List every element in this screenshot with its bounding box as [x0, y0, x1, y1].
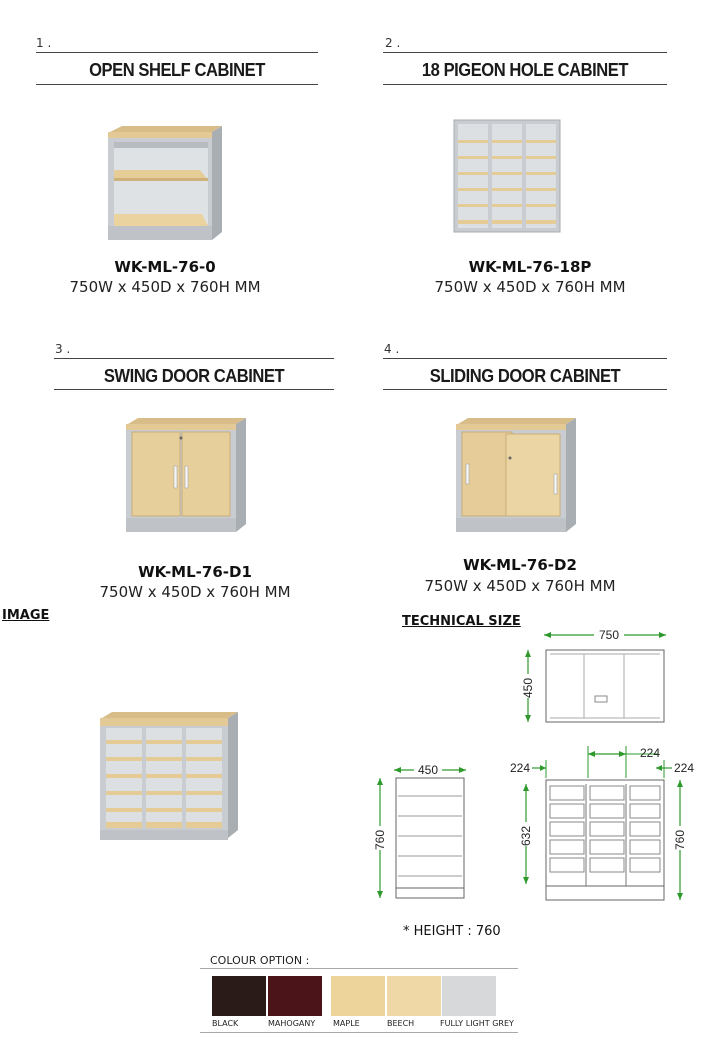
product-dims-4: 750W x 450D x 760H MM	[424, 577, 616, 595]
divider	[383, 358, 667, 359]
sliding-door-cabinet-image	[456, 418, 576, 532]
height-note: * HEIGHT : 760	[403, 924, 501, 939]
top-width-dimension: 750	[599, 628, 619, 642]
colour-option-title: COLOUR OPTION :	[210, 954, 310, 967]
product-title-2: 18 PIGEON HOLE CABINET	[421, 60, 629, 80]
swing-door-cabinet-image	[126, 418, 246, 532]
front-inner-height-dimension: 632	[519, 826, 533, 846]
divider	[383, 52, 667, 53]
swatch-label-maple: MAPLE	[333, 1019, 360, 1028]
divider	[36, 52, 318, 53]
pigeon-hole-cabinet-large-image	[100, 712, 238, 840]
product-title-3: SWING DOOR CABINET	[103, 366, 285, 386]
swatch-label-light-grey: FULLY LIGHT GREY	[440, 1019, 514, 1028]
product-code-3: WK-ML-76-D1	[138, 563, 252, 581]
product-title-1: OPEN SHELF CABINET	[89, 60, 265, 80]
divider	[36, 84, 318, 85]
product-number-3: 3 .	[55, 342, 71, 356]
top-depth-dimension: 450	[521, 678, 535, 698]
product-code-4: WK-ML-76-D2	[463, 556, 577, 574]
swatch-label-mahogany: MAHOGANY	[268, 1019, 316, 1028]
swatch-mahogany	[268, 976, 322, 1016]
swatch-label-black: BLACK	[212, 1019, 239, 1028]
product-dims-2: 750W x 450D x 760H MM	[434, 278, 626, 296]
image-section-label: IMAGE	[2, 608, 50, 623]
open-shelf-cabinet-image	[108, 126, 222, 240]
side-height-dimension: 760	[373, 830, 387, 850]
product-title-4: SLIDING DOOR CABINET	[429, 366, 621, 386]
top-view-drawing: 750 450	[521, 627, 666, 723]
divider	[200, 968, 518, 969]
product-dims-1: 750W x 450D x 760H MM	[69, 278, 261, 296]
front-inner-width-dimension: 224	[640, 746, 660, 760]
divider	[200, 1032, 518, 1033]
product-number-2: 2 .	[385, 36, 401, 50]
product-dims-3: 750W x 450D x 760H MM	[99, 583, 291, 601]
swatch-light-grey	[442, 976, 496, 1016]
divider	[54, 389, 334, 390]
front-right-dimension: 224	[674, 761, 694, 775]
swatch-black	[212, 976, 266, 1016]
divider	[54, 358, 334, 359]
product-code-1: WK-ML-76-0	[114, 258, 216, 276]
front-view-drawing: 224 224 224 632 760	[510, 746, 694, 901]
technical-size-label: TECHNICAL SIZE	[402, 614, 521, 629]
product-code-2: WK-ML-76-18P	[468, 258, 592, 276]
product-number-4: 4 .	[384, 342, 400, 356]
side-view-drawing: 450 760	[373, 763, 466, 899]
pigeon-hole-cabinet-image	[453, 119, 561, 233]
side-depth-dimension: 450	[418, 763, 438, 777]
divider	[383, 389, 667, 390]
swatch-beech	[387, 976, 441, 1016]
swatch-maple	[331, 976, 385, 1016]
front-height-dimension: 760	[673, 830, 687, 850]
front-left-dimension: 224	[510, 761, 530, 775]
swatch-label-beech: BEECH	[387, 1019, 415, 1028]
divider	[383, 84, 667, 85]
product-number-1: 1 .	[36, 36, 52, 50]
